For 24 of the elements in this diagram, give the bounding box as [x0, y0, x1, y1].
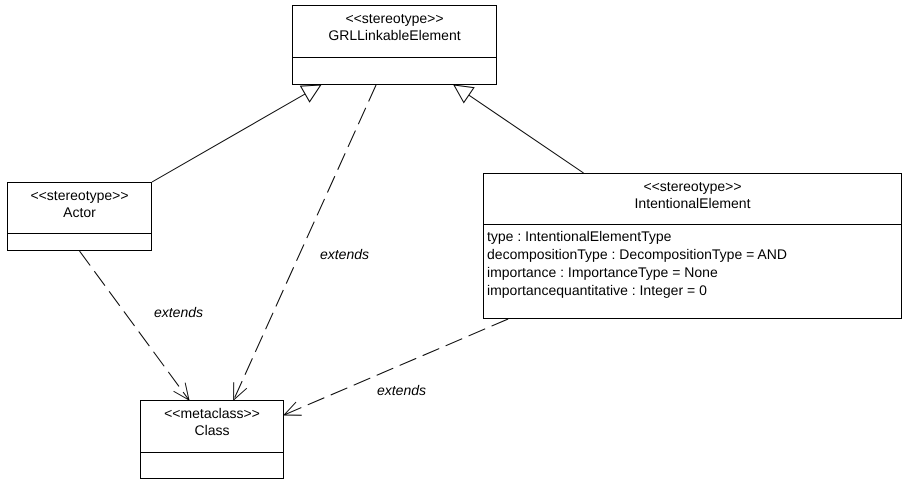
class-name: Class: [193, 422, 230, 439]
stereotype-label: <<metaclass>>: [163, 405, 261, 422]
stereotype-label: <<stereotype>>: [642, 178, 743, 195]
generalization-arrow: [152, 84, 322, 182]
class-name: GRLLinkableElement: [327, 27, 462, 44]
class-box: [7, 182, 152, 251]
attribute-text: importancequantitative : Integer = 0: [487, 281, 708, 299]
class-box: [292, 5, 497, 85]
stereotype-label: <<stereotype>>: [29, 187, 130, 204]
stereotype-label: <<stereotype>>: [344, 10, 445, 27]
attribute-text: type : IntentionalElementType: [487, 227, 672, 245]
edge-label: extends: [375, 382, 428, 398]
attribute-text: importance : ImportanceType = None: [487, 263, 719, 281]
class-box: [483, 173, 902, 319]
dependency-arrow: [233, 84, 377, 400]
edge-label: extends: [152, 304, 206, 320]
edge-label: extends: [318, 246, 372, 262]
class-name: IntentionalElement: [634, 195, 752, 212]
attribute-text: decompositionType : DecompositionType = AND: [487, 245, 788, 263]
generalization-arrow: [453, 84, 584, 174]
dependency-arrow: [79, 250, 190, 400]
dependency-arrow: [284, 318, 509, 416]
class-name: Actor: [62, 204, 97, 221]
class-box: [140, 400, 284, 479]
